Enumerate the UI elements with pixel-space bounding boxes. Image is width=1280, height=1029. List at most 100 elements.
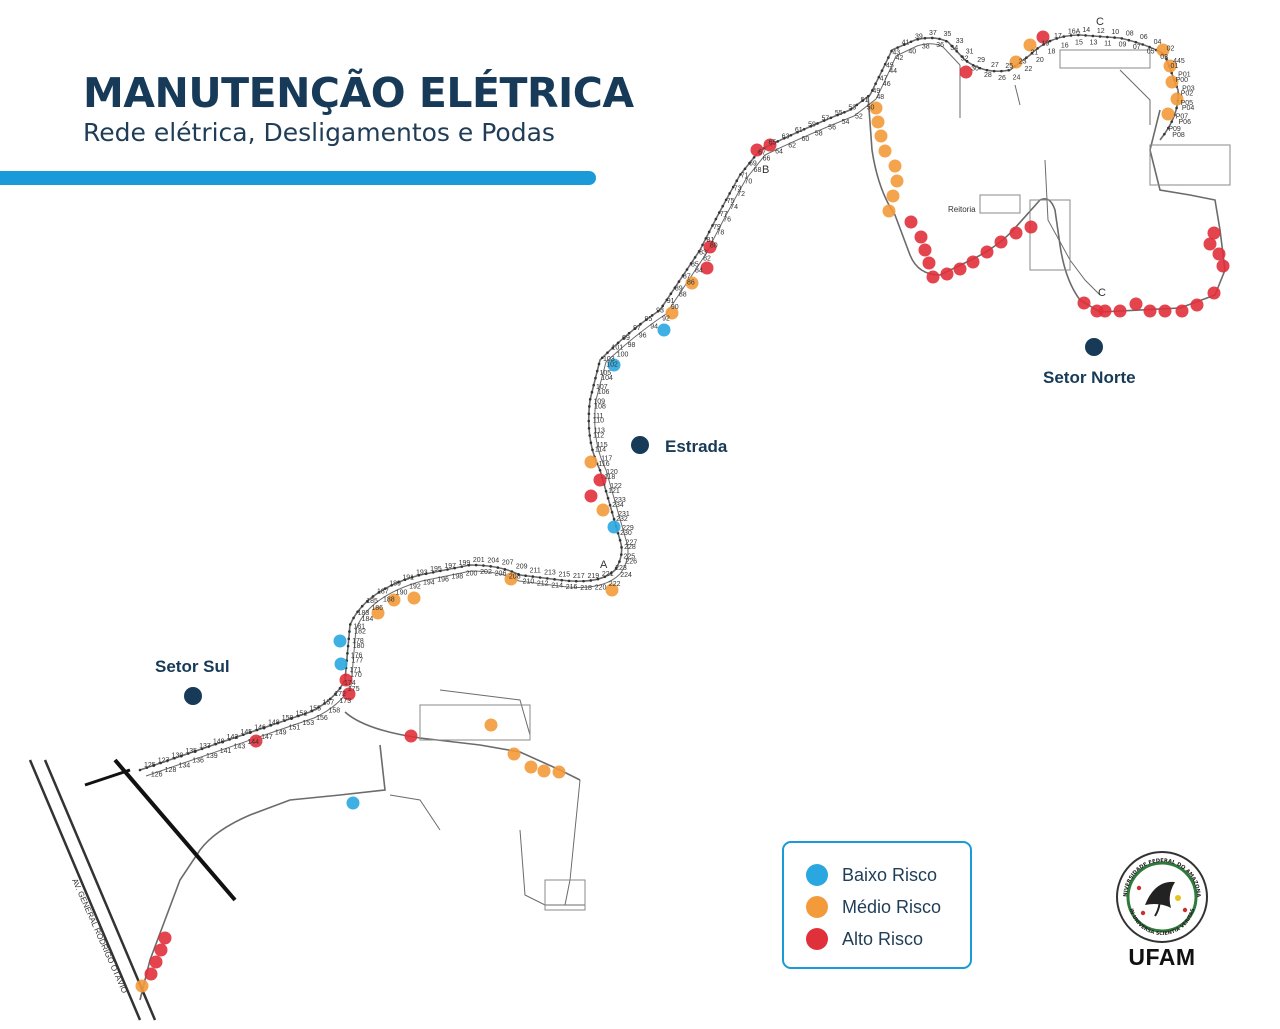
risk-marker-medio[interactable] xyxy=(484,718,498,732)
risk-marker-medio[interactable] xyxy=(507,747,521,761)
risk-marker-alto[interactable] xyxy=(593,473,607,487)
risk-marker-medio[interactable] xyxy=(407,591,421,605)
pole-dot xyxy=(397,581,400,584)
risk-marker-medio[interactable] xyxy=(584,455,598,469)
risk-marker-medio[interactable] xyxy=(886,189,900,203)
risk-marker-baixo[interactable] xyxy=(346,796,360,810)
pole-dot xyxy=(822,119,826,122)
risk-marker-alto[interactable] xyxy=(940,267,954,281)
pole-dot xyxy=(346,652,349,655)
page-header: MANUTENÇÃO ELÉTRICA Rede elétrica, Desli… xyxy=(83,70,634,148)
risk-marker-alto[interactable] xyxy=(154,943,168,957)
risk-marker-alto[interactable] xyxy=(1212,247,1226,261)
pole-label: P06 xyxy=(1179,119,1192,126)
pole-label: 173 xyxy=(339,698,351,705)
risk-marker-alto[interactable] xyxy=(158,931,172,945)
risk-marker-alto[interactable] xyxy=(1077,296,1091,310)
risk-marker-alto[interactable] xyxy=(584,489,598,503)
pole-label: 191 xyxy=(402,574,414,581)
risk-marker-medio[interactable] xyxy=(1023,38,1037,52)
risk-marker-medio[interactable] xyxy=(1165,75,1179,89)
pole-label: 125 xyxy=(144,762,156,769)
risk-marker-alto[interactable] xyxy=(980,245,994,259)
risk-marker-alto[interactable] xyxy=(404,729,418,743)
risk-marker-alto[interactable] xyxy=(914,230,928,244)
setor-norte-dot[interactable] xyxy=(1085,338,1103,356)
risk-marker-medio[interactable] xyxy=(387,593,401,607)
risk-marker-baixo[interactable] xyxy=(607,358,621,372)
risk-marker-baixo[interactable] xyxy=(333,634,347,648)
pole-label: 105 xyxy=(599,370,611,377)
risk-marker-medio[interactable] xyxy=(605,583,619,597)
risk-marker-alto[interactable] xyxy=(703,240,717,254)
pole-label: 110 xyxy=(593,418,604,425)
risk-marker-alto[interactable] xyxy=(966,255,980,269)
risk-marker-alto[interactable] xyxy=(1207,286,1221,300)
risk-marker-alto[interactable] xyxy=(1207,226,1221,240)
risk-marker-alto[interactable] xyxy=(926,270,940,284)
risk-marker-alto[interactable] xyxy=(149,955,163,969)
risk-marker-alto[interactable] xyxy=(763,138,777,152)
risk-marker-baixo[interactable] xyxy=(607,520,621,534)
risk-marker-alto[interactable] xyxy=(904,215,918,229)
estrada-dot[interactable] xyxy=(631,436,649,454)
risk-marker-alto[interactable] xyxy=(1143,304,1157,318)
building-block xyxy=(419,704,531,741)
risk-marker-alto[interactable] xyxy=(994,235,1008,249)
risk-marker-medio[interactable] xyxy=(665,306,679,320)
risk-marker-medio[interactable] xyxy=(874,129,888,143)
risk-marker-alto[interactable] xyxy=(953,262,967,276)
pole-label: 03 xyxy=(1160,54,1168,61)
risk-marker-alto[interactable] xyxy=(144,967,158,981)
risk-marker-medio[interactable] xyxy=(1161,107,1175,121)
risk-marker-medio[interactable] xyxy=(890,174,904,188)
risk-marker-medio[interactable] xyxy=(135,979,149,993)
risk-marker-baixo[interactable] xyxy=(657,323,671,337)
risk-marker-alto[interactable] xyxy=(1158,304,1172,318)
risk-marker-medio[interactable] xyxy=(1170,92,1184,106)
risk-marker-medio[interactable] xyxy=(882,204,896,218)
risk-marker-alto[interactable] xyxy=(1024,220,1038,234)
pole-dot xyxy=(752,156,756,159)
risk-marker-alto[interactable] xyxy=(922,256,936,270)
risk-marker-alto[interactable] xyxy=(1113,304,1127,318)
risk-marker-alto[interactable] xyxy=(959,65,973,79)
risk-marker-alto[interactable] xyxy=(1009,226,1023,240)
sul-lower-road xyxy=(139,744,386,1001)
risk-marker-medio[interactable] xyxy=(1163,59,1177,73)
risk-marker-alto[interactable] xyxy=(1090,304,1104,318)
setor-sul-dot[interactable] xyxy=(184,687,202,705)
risk-marker-alto[interactable] xyxy=(1129,297,1143,311)
risk-marker-alto[interactable] xyxy=(700,261,714,275)
risk-marker-medio[interactable] xyxy=(504,572,518,586)
pole-label: 157 xyxy=(322,699,334,706)
risk-marker-medio[interactable] xyxy=(888,159,902,173)
risk-marker-alto[interactable] xyxy=(249,734,263,748)
risk-marker-medio[interactable] xyxy=(524,760,538,774)
risk-marker-baixo[interactable] xyxy=(334,657,348,671)
risk-marker-alto[interactable] xyxy=(750,143,764,157)
pole-label: 41 xyxy=(902,40,910,47)
pole-label: 185 xyxy=(366,598,378,605)
risk-marker-alto[interactable] xyxy=(339,673,353,687)
risk-marker-alto[interactable] xyxy=(1203,237,1217,251)
risk-marker-medio[interactable] xyxy=(552,765,566,779)
pole-label: 51 xyxy=(861,97,869,104)
risk-marker-alto[interactable] xyxy=(918,243,932,257)
risk-marker-medio[interactable] xyxy=(1009,55,1023,69)
route-marker-a: A xyxy=(600,559,608,571)
risk-marker-medio[interactable] xyxy=(685,276,699,290)
risk-marker-medio[interactable] xyxy=(371,606,385,620)
risk-marker-alto[interactable] xyxy=(1036,30,1050,44)
risk-marker-alto[interactable] xyxy=(342,687,356,701)
risk-marker-medio[interactable] xyxy=(871,115,885,129)
risk-marker-medio[interactable] xyxy=(878,144,892,158)
risk-marker-alto[interactable] xyxy=(1216,259,1230,273)
risk-marker-alto[interactable] xyxy=(1175,304,1189,318)
pole-dot xyxy=(152,764,156,767)
risk-marker-medio[interactable] xyxy=(537,764,551,778)
risk-marker-medio[interactable] xyxy=(1156,43,1170,57)
risk-marker-medio[interactable] xyxy=(596,503,610,517)
risk-marker-alto[interactable] xyxy=(1190,298,1204,312)
risk-marker-medio[interactable] xyxy=(869,101,883,115)
